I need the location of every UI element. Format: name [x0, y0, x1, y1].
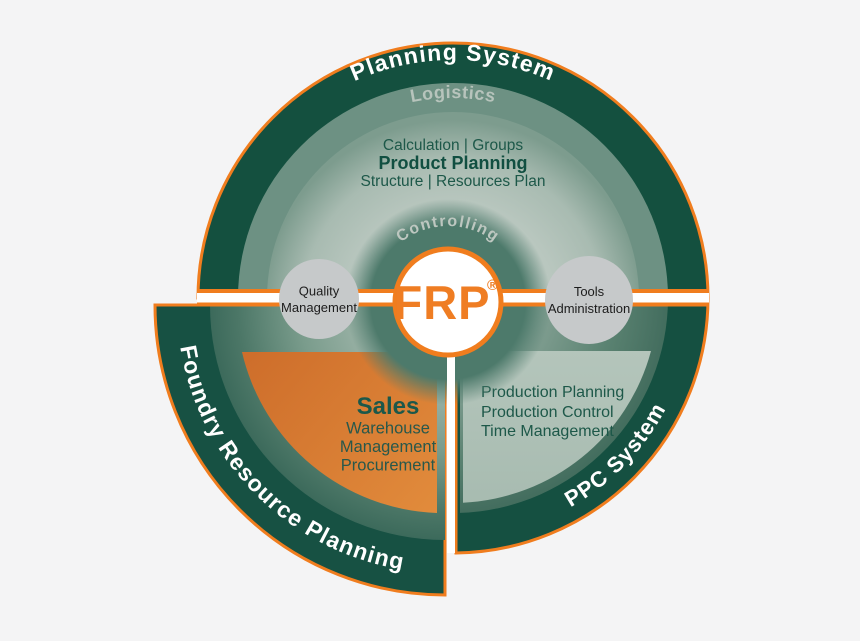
quality-management-line1: Quality — [299, 284, 340, 299]
sales-title: Sales — [357, 393, 420, 420]
tools-administration-node: Tools Administration — [545, 256, 633, 344]
ppc-line-production-planning: Production Planning — [481, 384, 624, 401]
planning-text-block: Calculation | Groups Product Planning St… — [361, 137, 546, 190]
tools-administration-line1: Tools — [574, 284, 605, 299]
planning-line-structure-resources: Structure | Resources Plan — [361, 173, 546, 190]
frp-label: FRP — [394, 276, 491, 329]
ppc-line-time-management: Time Management — [481, 423, 614, 440]
quality-management-line2: Management — [281, 300, 357, 315]
planning-line-product-planning: Product Planning — [378, 153, 527, 173]
sales-text-block: Sales Warehouse Management Procurement — [340, 393, 437, 475]
tools-administration-line2: Administration — [548, 301, 630, 316]
planning-line-calculation-groups: Calculation | Groups — [383, 137, 523, 154]
frp-registered-mark: ® — [487, 277, 498, 294]
frp-center-node: FRP ® — [392, 246, 504, 358]
quality-management-node: Quality Management — [279, 259, 359, 339]
quality-management-circle — [279, 259, 359, 339]
ppc-line-production-control: Production Control — [481, 404, 614, 421]
sales-line-management: Management — [340, 438, 437, 456]
sales-line-procurement: Procurement — [341, 457, 436, 475]
production-panel — [463, 351, 651, 503]
frp-circle — [392, 246, 504, 358]
vertical-band-white — [447, 340, 455, 553]
sales-line-warehouse: Warehouse — [346, 420, 430, 438]
tools-administration-circle — [545, 256, 633, 344]
production-text-block: Production Planning Production Control T… — [481, 384, 624, 440]
sales-sector — [242, 352, 437, 513]
